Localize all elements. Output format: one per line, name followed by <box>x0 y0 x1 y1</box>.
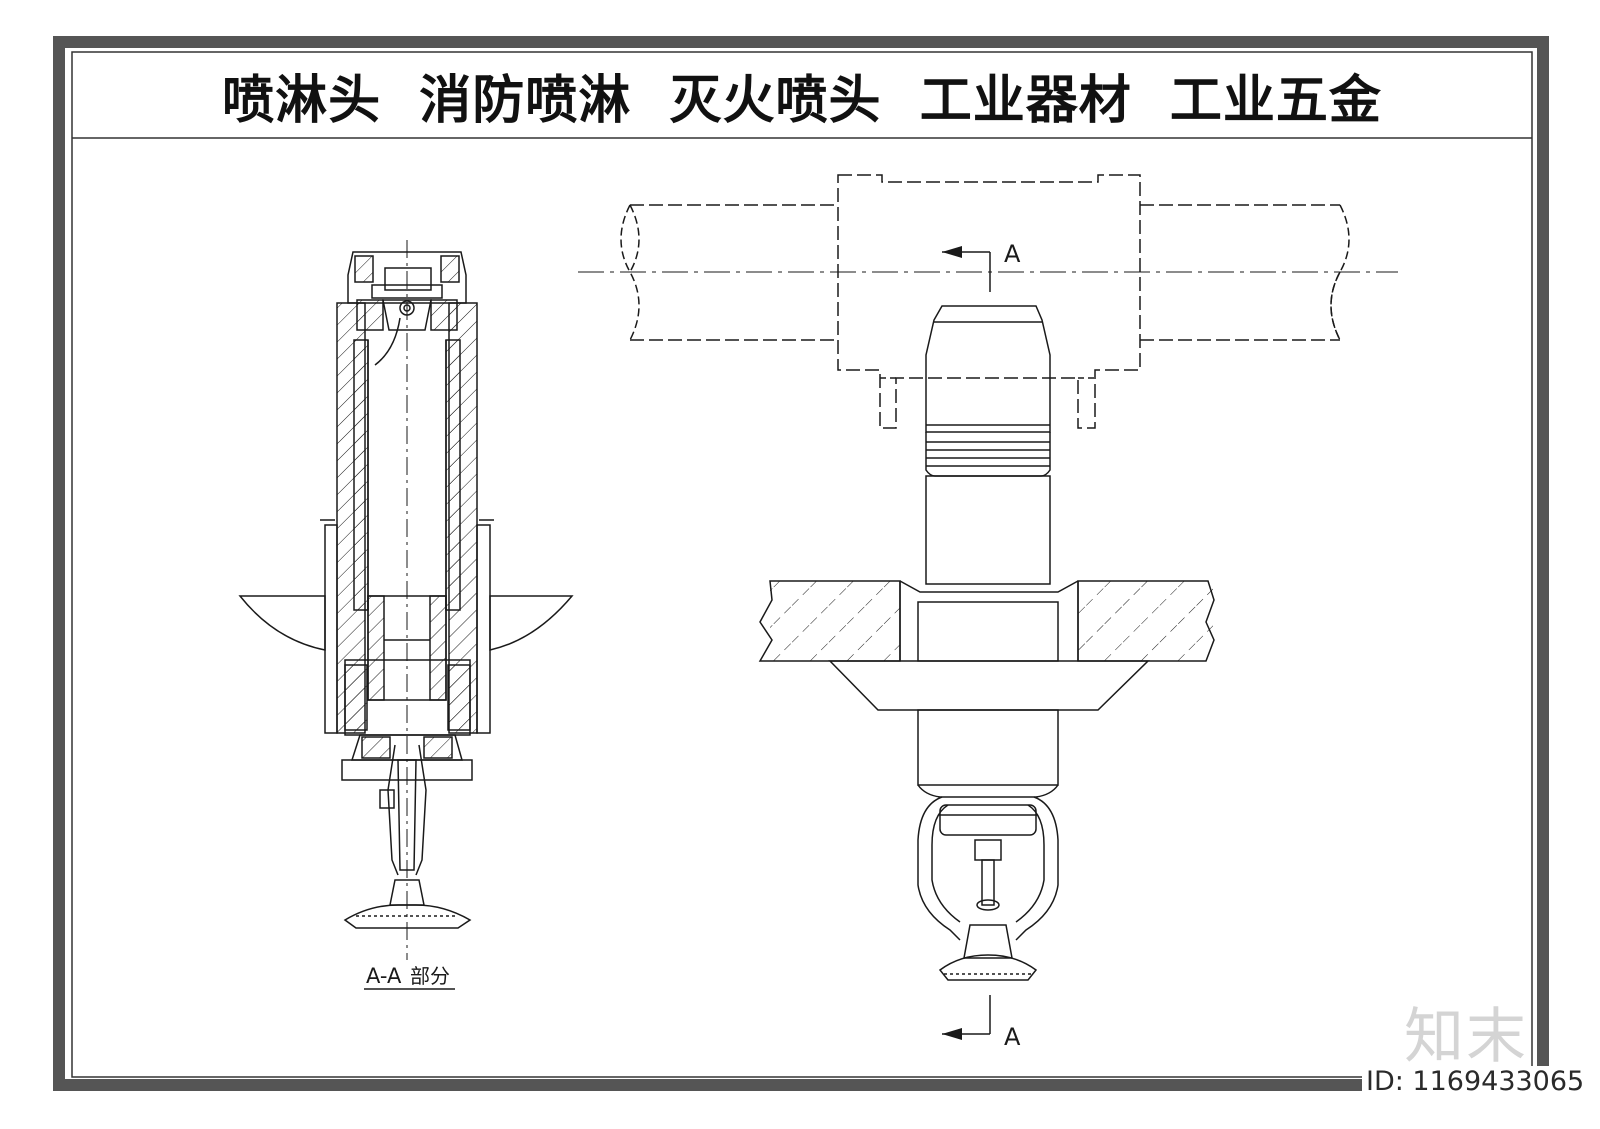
marker-a-bottom: A <box>1004 1023 1021 1051</box>
drawing-title: 喷淋头 消防喷淋 灭火喷头 工业器材 工业五金 <box>222 70 1382 131</box>
section-marker-top: A <box>942 240 1021 292</box>
marker-a-top: A <box>1004 240 1021 268</box>
section-marker-bottom: A <box>942 995 1021 1051</box>
watermark-brand-logo: 知末 <box>1404 1002 1528 1072</box>
section-view-a-a <box>238 240 574 960</box>
section-caption-letters: A-A <box>366 964 402 988</box>
elevation-view <box>578 174 1398 981</box>
drawing-frame <box>53 36 1549 1091</box>
section-caption-text: 部分 <box>410 964 450 988</box>
section-caption: A-A 部分 <box>364 964 455 990</box>
watermark-id: ID: 1169433065 <box>1362 1066 1589 1097</box>
